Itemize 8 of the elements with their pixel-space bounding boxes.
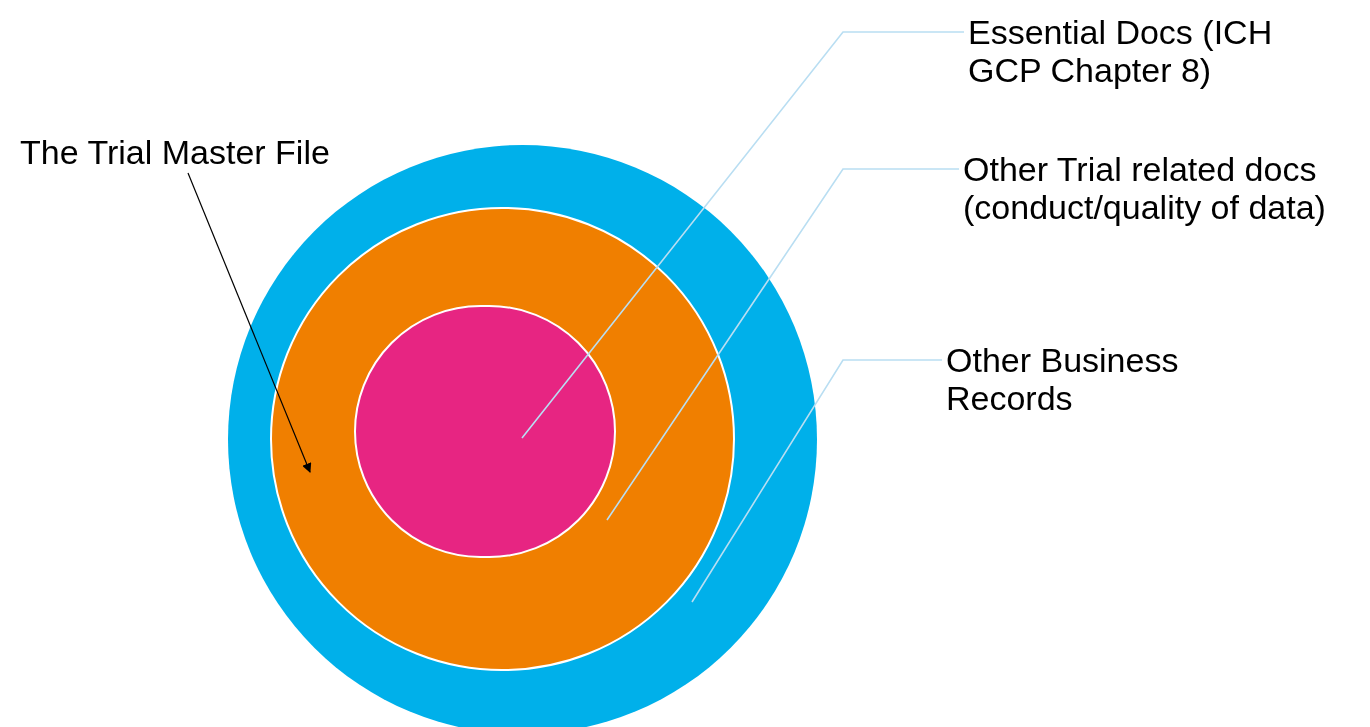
callout-text: Essential Docs (ICH GCP Chapter 8) bbox=[968, 13, 1274, 89]
leader-line bbox=[521, 31, 965, 439]
leader-line bbox=[606, 168, 960, 521]
callout-text: Other Business Records bbox=[946, 341, 1180, 417]
leader-line bbox=[691, 359, 943, 603]
callout-text: The Trial Master File bbox=[20, 133, 331, 171]
callout-text: Other Trial related docs (conduct/quality of data) bbox=[963, 150, 1327, 226]
arrow bbox=[187, 172, 312, 473]
